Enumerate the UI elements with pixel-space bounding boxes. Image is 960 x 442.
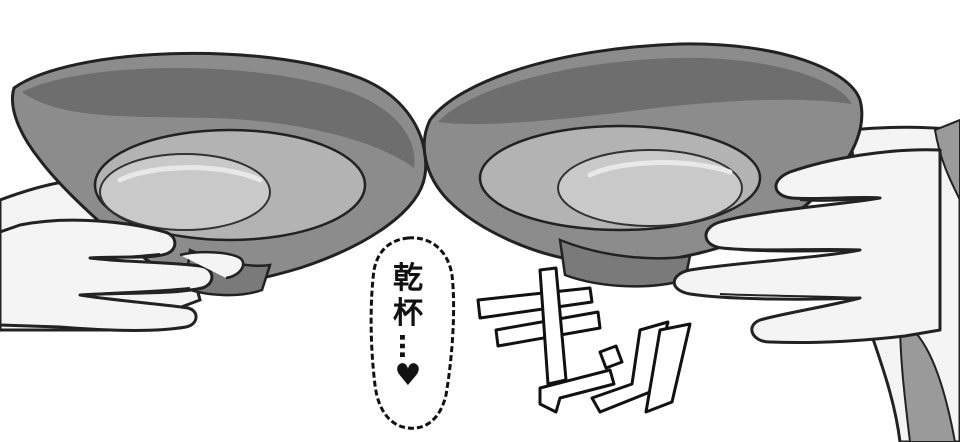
sound-effect-kin xyxy=(476,266,692,414)
right-hand xyxy=(672,148,942,345)
heart-icon: ♥ xyxy=(394,358,422,393)
speech-char-2: 杯 xyxy=(393,295,423,331)
speech-text: 乾 杯 … ♥ xyxy=(382,261,434,394)
speech-bubble xyxy=(369,236,456,430)
speech-char-1: 乾 xyxy=(393,261,423,296)
speech-ellipsis: … xyxy=(393,333,423,357)
left-hand xyxy=(0,218,245,332)
right-bowl xyxy=(422,42,864,288)
